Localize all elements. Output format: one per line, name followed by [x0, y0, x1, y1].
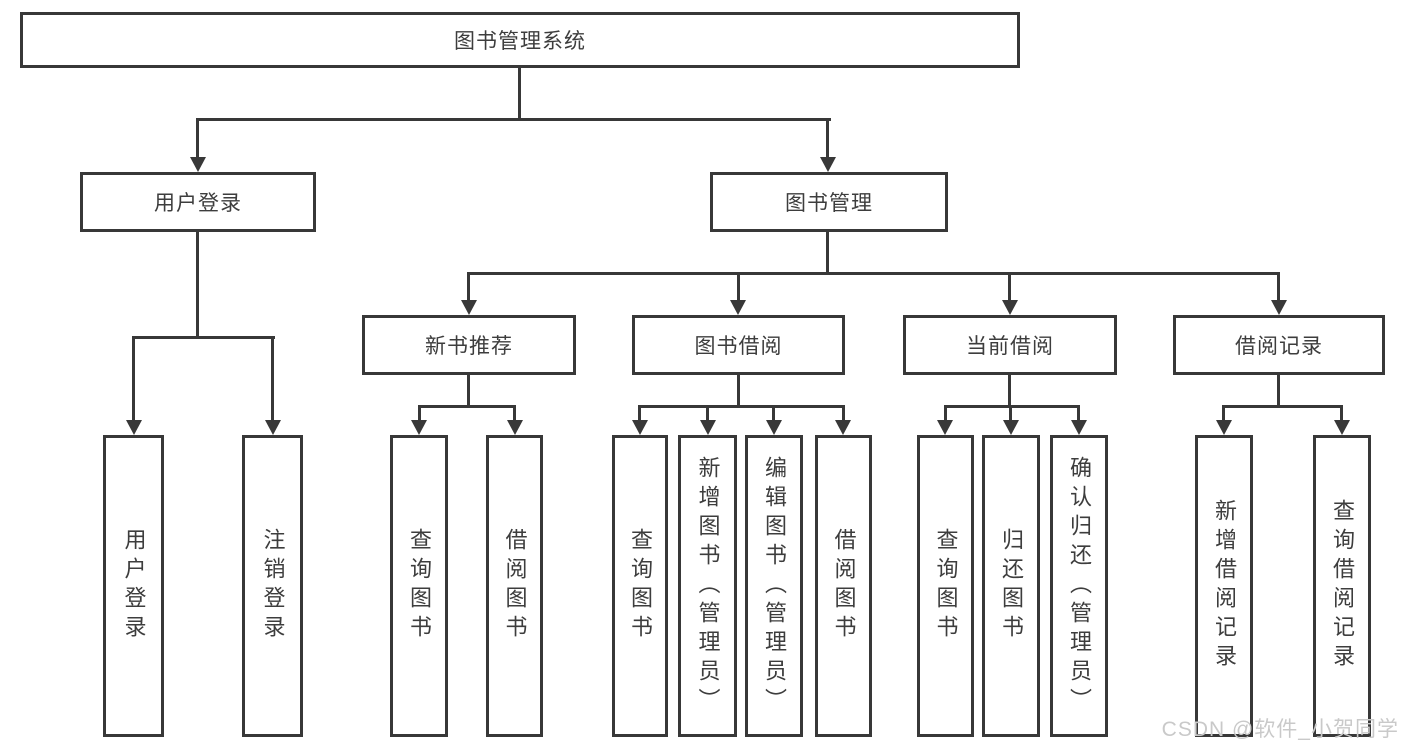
arrowhead-down-icon — [937, 420, 953, 435]
connector-line — [418, 405, 421, 421]
connector-line — [1008, 272, 1011, 302]
arrowhead-down-icon — [461, 300, 477, 315]
connector-line — [772, 405, 775, 421]
connector-line — [944, 405, 1080, 408]
leaf-add-book-admin-label: 新增图书（管理员） — [695, 455, 721, 717]
leaf-return-book-label: 归还图书 — [999, 528, 1024, 644]
arrowhead-down-icon — [1003, 420, 1019, 435]
node-book-management-label: 图书管理 — [785, 192, 873, 215]
arrowhead-down-icon — [265, 420, 281, 435]
node-book-borrowing-label: 图书借阅 — [694, 335, 783, 358]
arrowhead-down-icon — [730, 300, 746, 315]
connector-line — [639, 405, 844, 408]
leaf-borrow-book-under-borrowing-label: 借阅图书 — [831, 528, 857, 644]
arrowhead-down-icon — [1271, 300, 1287, 315]
connector-line — [513, 405, 516, 421]
arrowhead-down-icon — [1002, 300, 1018, 315]
connector-line — [1009, 405, 1012, 421]
arrowhead-down-icon — [1334, 420, 1350, 435]
connector-line — [467, 272, 1280, 275]
leaf-add-book-admin: 新增图书（管理员） — [678, 435, 737, 737]
arrowhead-down-icon — [1216, 420, 1232, 435]
node-user-login-label: 用户登录 — [154, 192, 242, 215]
leaf-query-book-under-recommend: 查询图书 — [390, 435, 448, 737]
connector-line — [826, 232, 829, 272]
connector-line — [467, 272, 470, 302]
leaf-confirm-return-admin-label: 确认归还（管理员） — [1067, 455, 1092, 717]
leaf-borrow-book-under-recommend-label: 借阅图书 — [502, 528, 528, 644]
connector-line — [737, 272, 740, 302]
leaf-user-login: 用户登录 — [103, 435, 164, 737]
arrowhead-down-icon — [126, 420, 142, 435]
connector-line — [842, 405, 845, 421]
connector-line — [638, 405, 641, 421]
node-current-borrowing-label: 当前借阅 — [966, 335, 1054, 358]
connector-line — [518, 68, 521, 118]
leaf-query-book-under-current-label: 查询图书 — [933, 528, 959, 644]
arrowhead-down-icon — [820, 157, 836, 172]
connector-line — [1222, 405, 1343, 408]
leaf-query-borrow-record: 查询借阅记录 — [1313, 435, 1371, 737]
connector-line — [706, 405, 709, 421]
csdn-watermark: CSDN @软件_小贺同学 — [1161, 718, 1399, 741]
node-new-book-recommendation-label: 新书推荐 — [425, 335, 513, 358]
arrowhead-down-icon — [835, 420, 851, 435]
arrowhead-down-icon — [632, 420, 648, 435]
leaf-query-book-under-current: 查询图书 — [917, 435, 974, 737]
leaf-return-book: 归还图书 — [982, 435, 1040, 737]
leaf-logout: 注销登录 — [242, 435, 303, 737]
leaf-user-login-label: 用户登录 — [121, 528, 147, 644]
node-borrowing-records-label: 借阅记录 — [1235, 335, 1323, 358]
arrowhead-down-icon — [700, 420, 716, 435]
leaf-confirm-return-admin: 确认归还（管理员） — [1050, 435, 1108, 737]
connector-line — [1277, 375, 1280, 405]
connector-line — [1077, 405, 1080, 421]
connector-line — [826, 118, 829, 159]
connector-line — [944, 405, 947, 421]
leaf-query-borrow-record-label: 查询借阅记录 — [1330, 499, 1355, 673]
connector-line — [418, 405, 516, 408]
connector-line — [1222, 405, 1225, 421]
leaf-borrow-book-under-recommend: 借阅图书 — [486, 435, 543, 737]
leaf-query-book-under-borrowing-label: 查询图书 — [628, 528, 653, 644]
leaf-logout-label: 注销登录 — [260, 528, 286, 644]
connector-line — [1277, 272, 1280, 302]
connector-line — [196, 118, 831, 121]
leaf-add-borrow-record-label: 新增借阅记录 — [1212, 499, 1237, 673]
leaf-edit-book-admin: 编辑图书（管理员） — [745, 435, 803, 737]
arrowhead-down-icon — [507, 420, 523, 435]
connector-line — [132, 336, 135, 421]
connector-line — [737, 375, 740, 405]
arrowhead-down-icon — [766, 420, 782, 435]
leaf-query-book-under-borrowing: 查询图书 — [612, 435, 668, 737]
connector-line — [1340, 405, 1343, 421]
connector-line — [467, 375, 470, 405]
node-root: 图书管理系统 — [20, 12, 1020, 68]
connector-line — [196, 232, 199, 336]
arrowhead-down-icon — [1071, 420, 1087, 435]
connector-line — [1008, 375, 1011, 405]
arrowhead-down-icon — [190, 157, 206, 172]
connector-line — [132, 336, 275, 339]
node-book-borrowing: 图书借阅 — [632, 315, 845, 375]
node-borrowing-records: 借阅记录 — [1173, 315, 1385, 375]
leaf-query-book-under-recommend-label: 查询图书 — [407, 528, 432, 644]
leaf-edit-book-admin-label: 编辑图书（管理员） — [762, 455, 787, 717]
connector-line — [271, 336, 274, 421]
node-root-label: 图书管理系统 — [454, 30, 586, 53]
leaf-borrow-book-under-borrowing: 借阅图书 — [815, 435, 872, 737]
node-user-login: 用户登录 — [80, 172, 316, 232]
leaf-add-borrow-record: 新增借阅记录 — [1195, 435, 1253, 737]
connector-line — [196, 118, 199, 159]
node-new-book-recommendation: 新书推荐 — [362, 315, 576, 375]
arrowhead-down-icon — [411, 420, 427, 435]
node-book-management: 图书管理 — [710, 172, 948, 232]
node-current-borrowing: 当前借阅 — [903, 315, 1117, 375]
